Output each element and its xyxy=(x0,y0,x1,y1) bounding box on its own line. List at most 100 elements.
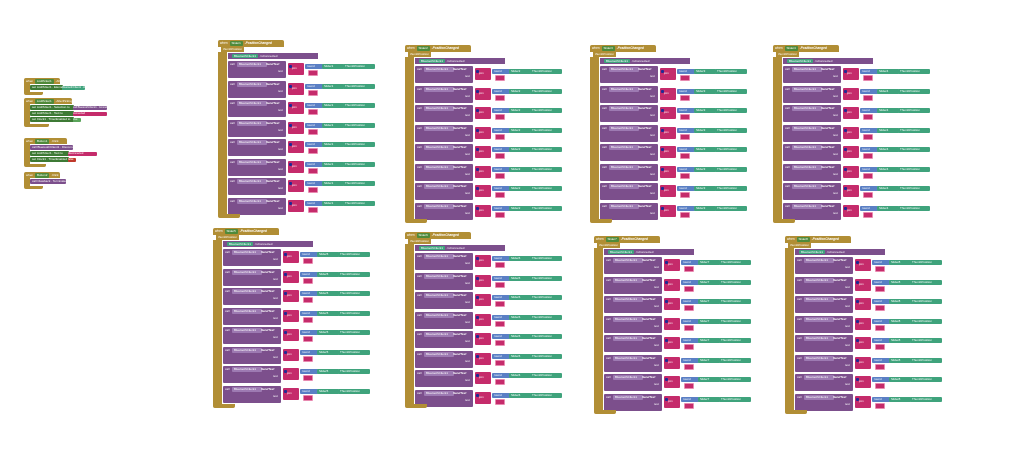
thumb-position-getter[interactable]: ThumbPosition xyxy=(338,271,370,277)
thumb-position-getter[interactable]: ThumbPosition xyxy=(719,299,751,304)
mutator-gear-icon[interactable] xyxy=(284,292,287,295)
text-join-block[interactable]: join xyxy=(843,126,859,139)
text-join-block[interactable]: join xyxy=(664,376,680,388)
event-header[interactable]: when Button2 .Click xyxy=(24,172,61,178)
slider-component-block[interactable]: Slider7 xyxy=(698,338,720,343)
component-dropdown[interactable]: BluetoothClient1 xyxy=(613,355,643,361)
math-round-block[interactable]: round xyxy=(300,291,318,296)
text-string-block[interactable] xyxy=(303,394,313,401)
slider-component-block[interactable]: Slider8 xyxy=(889,396,911,402)
text-string-block[interactable] xyxy=(684,324,694,331)
slider-component-block[interactable]: Slider6 xyxy=(509,295,531,300)
component-dropdown[interactable]: BluetoothClient1 xyxy=(804,394,834,400)
text-join-block[interactable]: join xyxy=(660,107,676,119)
statement-value[interactable]: call BluetoothClient1 . Connect xyxy=(73,105,107,110)
event-parameter[interactable]: thumbPosition xyxy=(597,243,621,248)
text-string-block[interactable] xyxy=(684,285,694,292)
slider-component-block[interactable]: Slider2 xyxy=(509,69,531,74)
mutator-gear-icon[interactable] xyxy=(476,187,479,190)
text-join-block[interactable]: join xyxy=(475,391,491,404)
statement-set[interactable]: set ListPicker1 . Selection to xyxy=(30,105,74,110)
mutator-gear-icon[interactable] xyxy=(844,128,847,132)
text-join-block[interactable]: join xyxy=(288,160,304,173)
text-join-block[interactable]: join xyxy=(664,259,680,271)
text-string-block[interactable] xyxy=(684,363,694,370)
thumb-position-getter[interactable]: ThumbPosition xyxy=(715,166,747,172)
mutator-gear-icon[interactable] xyxy=(844,206,847,210)
slider-component-block[interactable]: Slider2 xyxy=(509,108,531,113)
mutator-gear-icon[interactable] xyxy=(665,339,668,342)
text-string-block[interactable] xyxy=(303,375,313,381)
thumb-position-getter[interactable]: ThumbPosition xyxy=(910,357,942,363)
component-dropdown[interactable]: BluetoothClient1 xyxy=(424,273,454,279)
text-join-block[interactable]: join xyxy=(283,348,299,361)
component-dropdown[interactable]: Slider2 xyxy=(416,46,430,51)
event-parameter[interactable]: thumbPosition xyxy=(221,47,245,52)
text-join-block[interactable]: join xyxy=(664,337,680,349)
text-string-block[interactable] xyxy=(495,398,505,405)
text-join-block[interactable]: join xyxy=(283,309,299,322)
text-string-block[interactable] xyxy=(875,383,885,389)
thumb-position-getter[interactable]: ThumbPosition xyxy=(719,357,751,363)
thumb-position-getter[interactable]: ThumbPosition xyxy=(343,83,375,89)
math-round-block[interactable]: round xyxy=(305,142,323,147)
slider-component-block[interactable]: Slider6 xyxy=(509,373,531,378)
mutator-gear-icon[interactable] xyxy=(856,261,859,264)
component-dropdown[interactable]: BluetoothClient1 xyxy=(424,184,454,189)
statement-value[interactable]: disconnected xyxy=(68,151,97,156)
math-round-block[interactable]: round xyxy=(492,334,510,339)
slider-component-block[interactable]: Slider4 xyxy=(877,88,899,94)
math-round-block[interactable]: round xyxy=(872,396,890,402)
math-round-block[interactable]: round xyxy=(492,275,510,281)
slider-component-block[interactable]: Slider2 xyxy=(509,166,531,172)
thumb-position-getter[interactable]: ThumbPosition xyxy=(338,310,370,316)
slider-component-block[interactable]: Slider2 xyxy=(509,127,531,133)
slider-component-block[interactable]: Slider4 xyxy=(877,108,899,113)
mutator-gear-icon[interactable] xyxy=(661,128,664,132)
math-round-block[interactable]: round xyxy=(860,88,878,94)
thumb-position-getter[interactable]: ThumbPosition xyxy=(898,69,930,74)
if-condition-call[interactable]: BluetoothClient1 . IsConnected xyxy=(600,58,690,64)
text-string-block[interactable] xyxy=(308,148,318,154)
slider-component-block[interactable]: Slider5 xyxy=(317,271,339,277)
math-round-block[interactable]: round xyxy=(681,260,699,265)
component-dropdown[interactable]: BluetoothClient1 xyxy=(609,67,639,72)
math-round-block[interactable]: round xyxy=(681,377,699,382)
event-header[interactable]: when Slider6 .PositionChanged xyxy=(405,232,471,239)
component-dropdown[interactable]: BluetoothClient1 xyxy=(232,250,262,255)
mutator-gear-icon[interactable] xyxy=(844,89,847,93)
mutator-gear-icon[interactable] xyxy=(476,206,479,210)
component-dropdown[interactable]: BluetoothClient1 xyxy=(424,145,454,150)
text-join-block[interactable]: join xyxy=(475,204,491,217)
if-condition-call[interactable]: BluetoothClient1 . IsConnected xyxy=(223,241,313,247)
text-string-block[interactable] xyxy=(863,153,873,159)
text-string-block[interactable] xyxy=(863,133,873,140)
math-round-block[interactable]: round xyxy=(860,166,878,172)
thumb-position-getter[interactable]: ThumbPosition xyxy=(898,186,930,191)
text-string-block[interactable] xyxy=(875,266,885,272)
slider-component-block[interactable]: Slider7 xyxy=(698,260,720,265)
slider-component-block[interactable]: Slider3 xyxy=(694,166,716,172)
thumb-position-getter[interactable]: ThumbPosition xyxy=(530,88,562,94)
component-dropdown[interactable]: BluetoothClient1 xyxy=(804,297,834,302)
math-round-block[interactable]: round xyxy=(681,279,699,285)
mutator-gear-icon[interactable] xyxy=(284,350,287,354)
text-join-block[interactable]: join xyxy=(288,121,304,134)
slider-component-block[interactable]: Slider6 xyxy=(509,334,531,339)
mutator-gear-icon[interactable] xyxy=(661,167,664,171)
